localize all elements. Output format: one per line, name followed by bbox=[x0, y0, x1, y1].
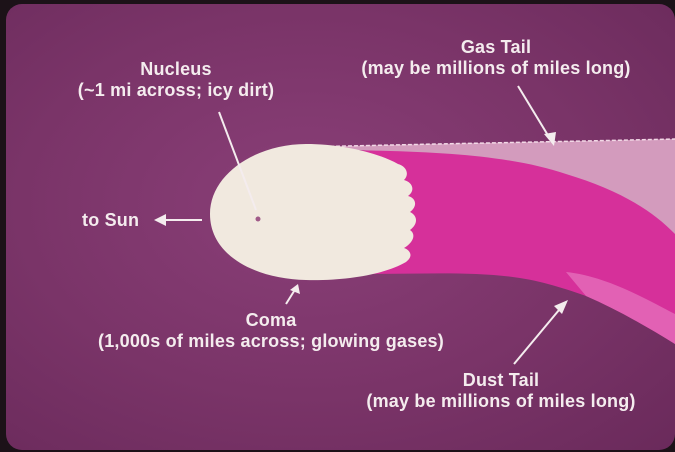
dust-tail-detail: (may be millions of miles long) bbox=[336, 391, 666, 412]
nucleus-title: Nucleus bbox=[46, 59, 306, 80]
comet-diagram: Nucleus (~1 mi across; icy dirt) Gas Tai… bbox=[6, 4, 675, 450]
coma-label: Coma (1,000s of miles across; glowing ga… bbox=[56, 310, 486, 352]
sun-label: to Sun bbox=[82, 210, 139, 231]
coma-shape bbox=[210, 144, 416, 280]
coma-arrowhead bbox=[290, 284, 300, 294]
gas-tail-label: Gas Tail (may be millions of miles long) bbox=[326, 37, 666, 79]
dust-tail-label: Dust Tail (may be millions of miles long… bbox=[336, 370, 666, 412]
sun-arrowhead bbox=[154, 214, 166, 226]
dust-tail-arrow bbox=[514, 304, 564, 364]
coma-title: Coma bbox=[56, 310, 486, 331]
nucleus-dot bbox=[256, 217, 261, 222]
sun-text: to Sun bbox=[82, 210, 139, 230]
nucleus-detail: (~1 mi across; icy dirt) bbox=[46, 80, 306, 101]
dust-tail-title: Dust Tail bbox=[336, 370, 666, 391]
dust-tail-arrowhead bbox=[554, 300, 568, 314]
nucleus-label: Nucleus (~1 mi across; icy dirt) bbox=[46, 59, 306, 101]
gas-tail-detail: (may be millions of miles long) bbox=[326, 58, 666, 79]
gas-tail-title: Gas Tail bbox=[326, 37, 666, 58]
coma-detail: (1,000s of miles across; glowing gases) bbox=[56, 331, 486, 352]
